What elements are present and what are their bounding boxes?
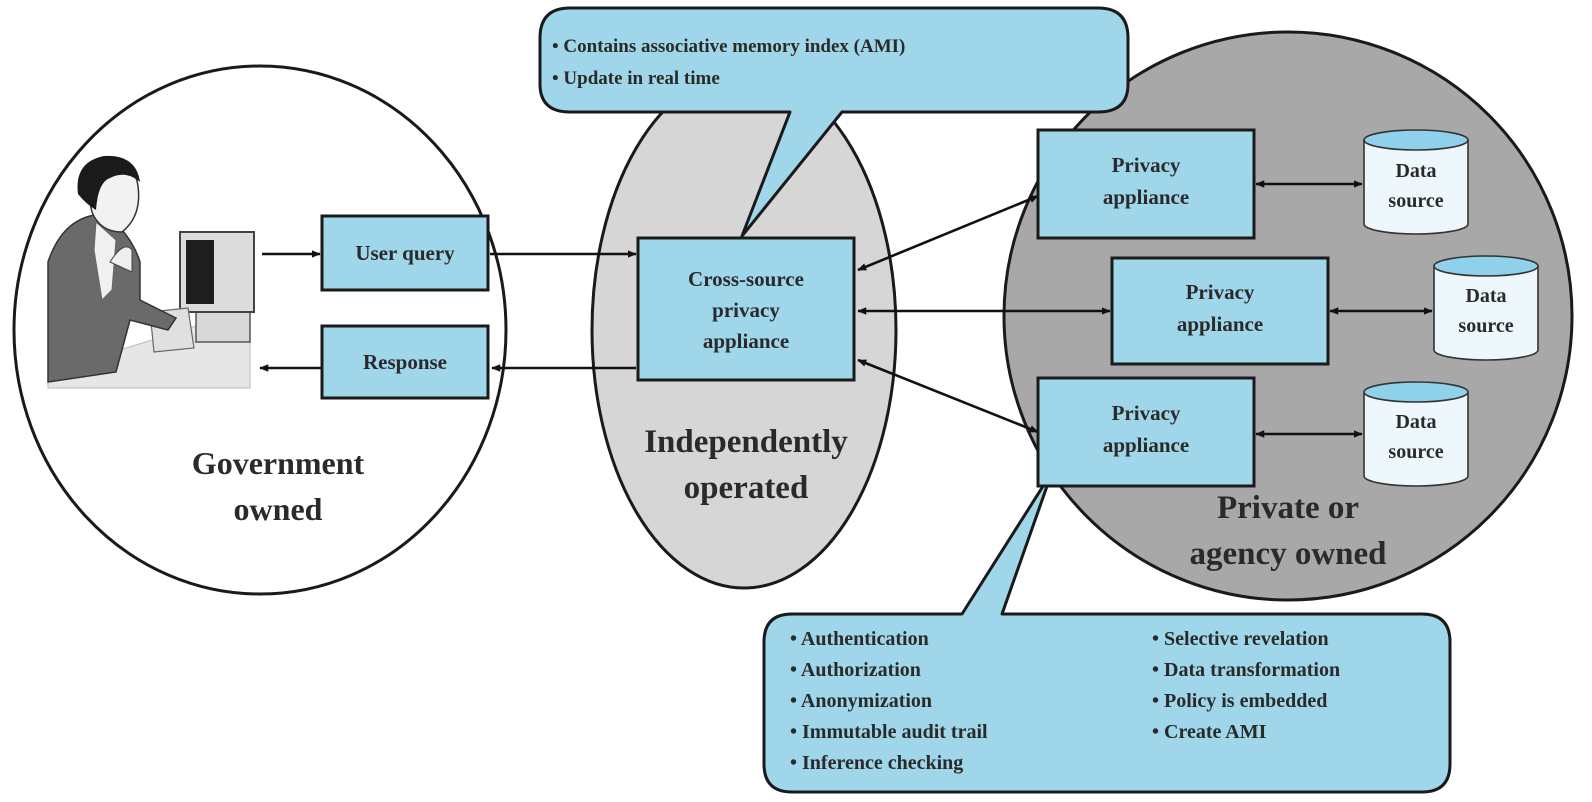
data-source-2-label-1: Data xyxy=(1465,285,1506,307)
privacy-appliance-3-label-1: Privacy xyxy=(1112,401,1181,425)
feature-policy-embedded: • Policy is embedded xyxy=(1152,690,1327,712)
privacy-appliance-1: Privacy appliance xyxy=(1036,128,1256,240)
top-callout xyxy=(538,6,1130,238)
feature-create-ami: • Create AMI xyxy=(1152,721,1267,743)
feature-authentication: • Authentication xyxy=(790,628,929,650)
data-source-1-label-2: source xyxy=(1388,190,1443,212)
private-owned-label-1: Private or xyxy=(1217,490,1359,526)
top-callout-bullet-2: • Update in real time xyxy=(552,68,720,89)
independently-operated-label-2: operated xyxy=(684,470,809,506)
privacy-appliance-1-label-1: Privacy xyxy=(1112,153,1181,177)
feature-audit-trail: • Immutable audit trail xyxy=(790,721,988,743)
cross-source-appliance-box: Cross-source privacy appliance xyxy=(636,236,856,382)
arrow-cross-to-appliance-1 xyxy=(857,194,1039,272)
privacy-appliance-3: Privacy appliance xyxy=(1036,376,1256,488)
bottom-callout xyxy=(762,470,1452,794)
bottom-callout-right-list: • Selective revelation • Data transforma… xyxy=(1152,628,1340,743)
feature-inference-checking: • Inference checking xyxy=(790,752,963,774)
cross-source-label-1: Cross-source xyxy=(688,267,804,291)
top-callout-bullet-1: • Contains associative memory index (AMI… xyxy=(552,36,905,57)
data-source-3: Data source xyxy=(1363,381,1469,487)
bottom-callout-left-list: • Authentication • Authorization • Anony… xyxy=(790,628,988,774)
data-source-3-label-2: source xyxy=(1388,441,1443,463)
data-source-2: Data source xyxy=(1433,255,1539,361)
feature-selective-revelation: • Selective revelation xyxy=(1152,628,1329,650)
cross-source-label-2: privacy xyxy=(712,298,780,322)
privacy-appliance-2: Privacy appliance xyxy=(1110,256,1330,366)
user-computer-icon xyxy=(47,155,255,389)
data-source-3-label-1: Data xyxy=(1395,411,1436,433)
response-box: Response xyxy=(320,324,490,400)
independently-operated-label-1: Independently xyxy=(644,424,848,460)
feature-anonymization: • Anonymization xyxy=(790,690,932,712)
government-owned-label-1: Government xyxy=(192,445,365,481)
cross-source-label-3: appliance xyxy=(703,329,789,353)
government-owned-label-2: owned xyxy=(234,491,323,527)
data-source-1: Data source xyxy=(1363,129,1469,235)
privacy-appliance-1-label-2: appliance xyxy=(1103,185,1189,209)
privacy-appliance-2-label-1: Privacy xyxy=(1186,280,1255,304)
user-query-box: User query xyxy=(320,214,490,292)
private-owned-label-2: agency owned xyxy=(1189,536,1386,572)
feature-data-transformation: • Data transformation xyxy=(1152,659,1340,681)
privacy-appliance-2-label-2: appliance xyxy=(1177,312,1263,336)
response-label: Response xyxy=(363,350,447,374)
data-source-2-label-2: source xyxy=(1458,315,1513,337)
user-query-label: User query xyxy=(355,241,455,265)
feature-authorization: • Authorization xyxy=(790,659,921,681)
arrow-cross-to-appliance-3 xyxy=(857,358,1039,434)
privacy-appliance-3-label-2: appliance xyxy=(1103,433,1189,457)
data-source-1-label-1: Data xyxy=(1395,160,1436,182)
